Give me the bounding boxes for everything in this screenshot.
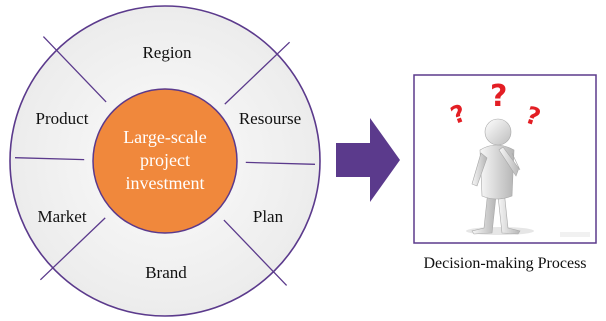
center-label-line-1: Large-scale — [123, 127, 207, 147]
segment-label-market: Market — [37, 207, 86, 226]
segment-label-plan: Plan — [253, 207, 284, 226]
picture-caption: Decision-making Process — [423, 255, 586, 272]
segment-label-product: Product — [36, 109, 89, 128]
center-label-line-3: investment — [126, 173, 205, 193]
center-label-line-2: project — [140, 150, 190, 170]
right-arrow-icon — [336, 118, 400, 202]
segment-dividers — [14, 36, 316, 286]
segment-label-region: Region — [142, 43, 192, 62]
thinking-person-icon — [471, 118, 521, 235]
svg-text:?: ? — [490, 79, 507, 114]
center-circle — [92, 88, 238, 234]
segment-label-brand: Brand — [145, 263, 187, 282]
segment-label-resourse: Resourse — [239, 109, 301, 128]
thinking-person-picture: ? ? ? — [413, 74, 597, 244]
